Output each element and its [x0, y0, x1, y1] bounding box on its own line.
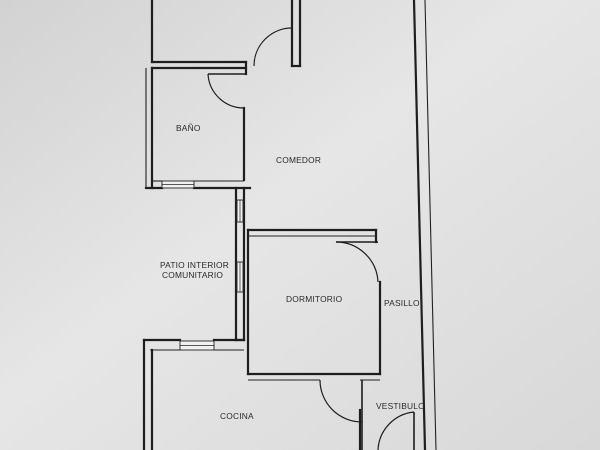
dormitorio-door [335, 241, 379, 283]
room-label-bano: BAÑO [176, 123, 201, 133]
exterior-walls [150, 0, 437, 450]
room-label-patio-line2: COMUNITARIO [162, 270, 223, 280]
bano-door [207, 73, 246, 109]
top-room-door [253, 27, 293, 67]
cocina-door [319, 379, 363, 450]
room-label-cocina: COCINA [220, 411, 254, 421]
room-label-pasillo: PASILLO [384, 298, 420, 308]
room-label-patio-line1: PATIO INTERIOR [160, 260, 229, 270]
cocina-walls [142, 338, 246, 450]
room-label-dormitorio: DORMITORIO [286, 294, 343, 304]
room-label-vestibulo: VESTIBULO [376, 401, 425, 411]
entrance-door [377, 411, 415, 450]
dormitorio-walls [246, 228, 382, 381]
cocina-window [179, 340, 215, 351]
upper-rooms-walls [144, 60, 252, 190]
bano-window [161, 180, 195, 189]
patio-walls [234, 186, 246, 342]
room-label-comedor: COMEDOR [276, 155, 321, 165]
